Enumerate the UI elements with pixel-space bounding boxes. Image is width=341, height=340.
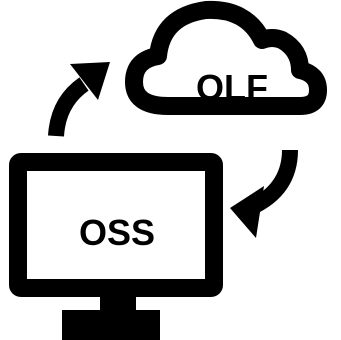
cloud-label: OLF bbox=[196, 67, 268, 108]
computer-label: OSS bbox=[79, 212, 155, 253]
curved-arrow-up-right-icon bbox=[48, 62, 110, 137]
curved-arrow-down-left-icon bbox=[230, 149, 298, 238]
monitor-icon bbox=[9, 153, 223, 340]
cloud-icon bbox=[125, 0, 327, 115]
